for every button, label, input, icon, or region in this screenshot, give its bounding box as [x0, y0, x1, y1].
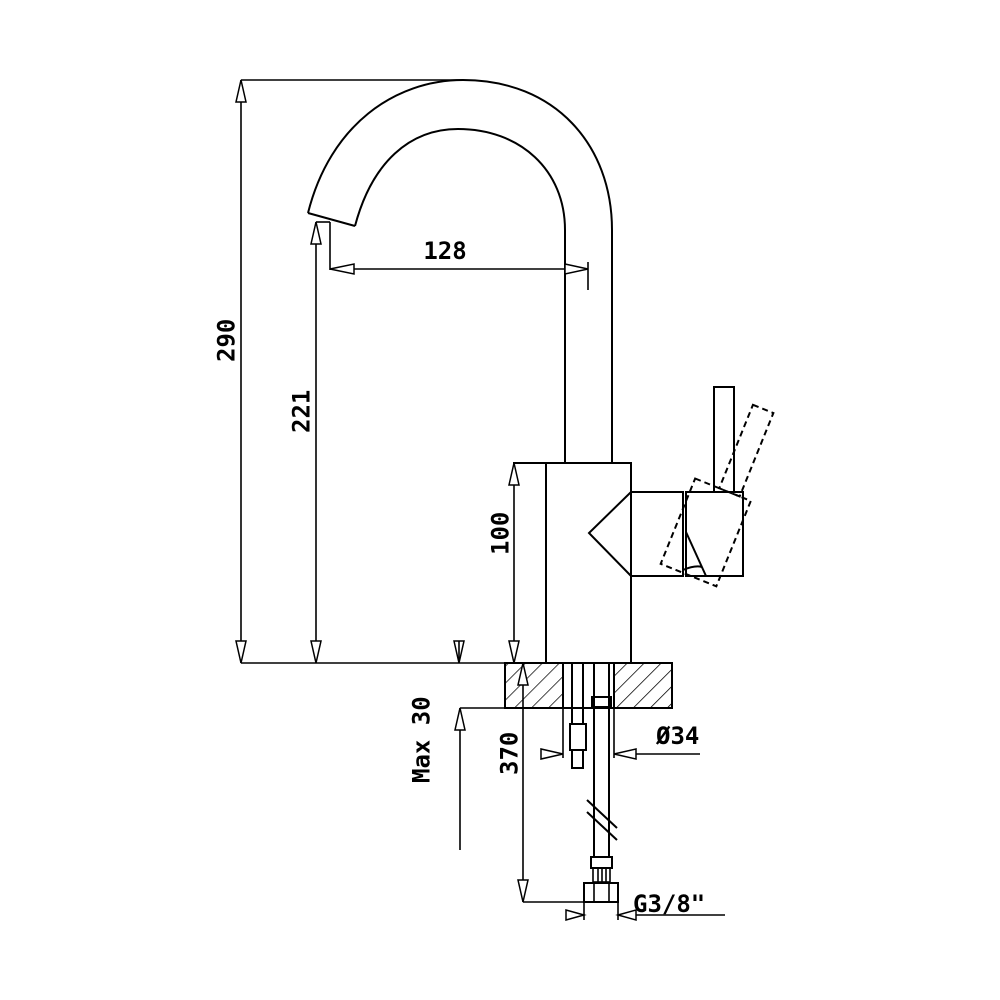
- lever-handle: [659, 386, 775, 588]
- dim-thread-label: G3/8": [633, 890, 705, 918]
- dim-221-label: 221: [287, 390, 315, 433]
- dimension-lines: [235, 79, 725, 921]
- countertop-section: [504, 662, 673, 709]
- dim-370-label: 370: [495, 732, 523, 775]
- spout: [307, 78, 613, 463]
- dim-290-label: 290: [212, 319, 240, 362]
- lever-alternate-position: [659, 403, 775, 588]
- dim-100-label: 100: [486, 512, 514, 555]
- supply-pipes: [569, 663, 619, 903]
- dim-128-label: 128: [423, 237, 466, 265]
- dim-diameter-label: Ø34: [655, 722, 699, 750]
- dim-max30-label: Max 30: [408, 696, 436, 783]
- faucet-body: [513, 462, 684, 664]
